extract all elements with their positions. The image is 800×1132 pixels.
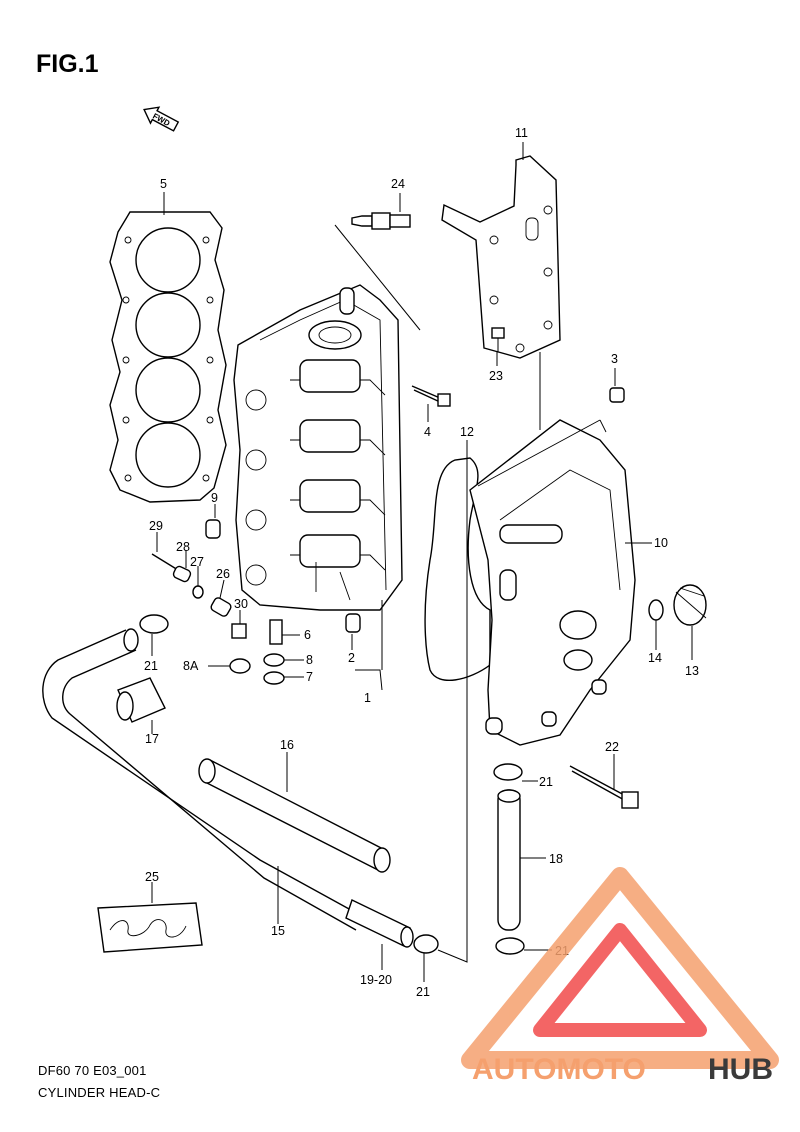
leader-lines (151, 142, 693, 982)
cover-gasket-part (424, 457, 491, 681)
o-ring-part (648, 599, 664, 621)
callout-28: 28 (176, 540, 190, 554)
pipe-19-20-part (345, 899, 414, 948)
callout-19-20: 19-20 (360, 973, 392, 987)
watermark-text-part1: AUTOMOTO (472, 1053, 646, 1086)
plug-3-part (609, 387, 625, 403)
bolt-30-part (231, 623, 247, 639)
callout-14: 14 (648, 651, 662, 665)
head-gasket-part (109, 211, 227, 503)
callout-2: 2 (348, 651, 355, 665)
cylinder-head-part (233, 284, 403, 611)
callout-17: 17 (145, 732, 159, 746)
callout-9: 9 (211, 491, 218, 505)
hose-16-part (198, 758, 391, 873)
dowel-2-part (345, 613, 361, 633)
watermark-text-part2: HUB (708, 1053, 773, 1086)
clamp-21a-part (139, 614, 169, 634)
callout-8: 8 (306, 653, 313, 667)
callout-30: 30 (234, 597, 248, 611)
nut-7-part (263, 671, 285, 685)
callout-8a: 8A (183, 659, 199, 673)
callout-10: 10 (654, 536, 668, 550)
diagram-title: CYLINDER HEAD-C (38, 1085, 161, 1100)
bolt-22-part (569, 765, 639, 809)
callout-21-b: 21 (539, 775, 553, 789)
callout-29: 29 (149, 519, 163, 533)
callout-23: 23 (489, 369, 503, 383)
screw-29-part (151, 553, 179, 571)
stud-6-part (269, 619, 283, 645)
callout-6: 6 (304, 628, 311, 642)
thermostat-cap-part (673, 584, 707, 626)
callout-15: 15 (271, 924, 285, 938)
bolt-23-part (491, 327, 505, 352)
callout-16: 16 (280, 738, 294, 752)
clamp-21b-part (493, 763, 523, 781)
callout-21-c: 21 (416, 985, 430, 999)
callout-25: 25 (145, 870, 159, 884)
label-25-part (97, 902, 203, 953)
callout-21-a: 21 (144, 659, 158, 673)
callout-3: 3 (611, 352, 618, 366)
bracket-part (441, 155, 561, 359)
callout-7: 7 (306, 670, 313, 684)
callout-4: 4 (424, 425, 431, 439)
callout-12: 12 (460, 425, 474, 439)
bolt-4-part (411, 385, 451, 407)
sleeve-17-part (116, 677, 166, 723)
callout-5: 5 (160, 177, 167, 191)
automotohub-logo-icon (461, 867, 779, 1069)
callout-26: 26 (216, 567, 230, 581)
sleeve-28-part (172, 565, 192, 583)
hose-18-part (497, 789, 521, 931)
callout-13: 13 (685, 664, 699, 678)
callout-18: 18 (549, 852, 563, 866)
fwd-arrow-icon: FWD (143, 106, 180, 132)
hose-15-part (42, 628, 361, 931)
washer-8-part (263, 653, 285, 667)
dowel-9-part (205, 519, 221, 539)
figure-title: FIG.1 (36, 50, 99, 78)
callout-27: 27 (190, 555, 204, 569)
clamp-21c-part (413, 934, 439, 954)
diagram-code: DF60 70 E03_001 (38, 1063, 147, 1078)
clamp-21d-part (495, 937, 525, 955)
washer-27-part (192, 585, 204, 599)
fitting-26-part (210, 597, 232, 617)
callout-24: 24 (391, 177, 405, 191)
nut-8a-part (229, 658, 251, 674)
callout-11: 11 (515, 126, 528, 140)
callout-1: 1 (364, 691, 371, 705)
water-jacket-cover-part (469, 419, 636, 746)
callout-22: 22 (605, 740, 619, 754)
spark-plug-part (334, 212, 421, 331)
